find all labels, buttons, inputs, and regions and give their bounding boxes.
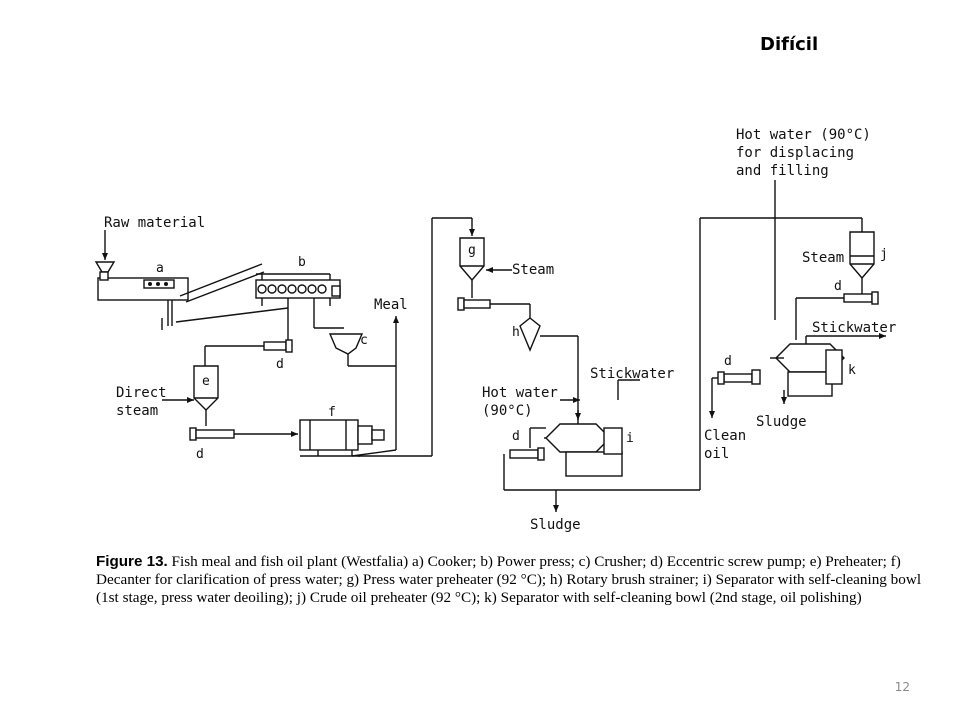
label-raw-material: Raw material xyxy=(104,215,205,231)
letter-g: g xyxy=(468,243,476,258)
label-hot-water-top-1: Hot water (90°C) xyxy=(736,127,871,143)
label-sludge-2: Sludge xyxy=(756,414,807,430)
letter-f: f xyxy=(328,405,336,420)
cooker xyxy=(97,271,189,330)
letter-e: e xyxy=(202,374,210,389)
label-steam: steam xyxy=(116,403,158,419)
crude-oil-preheater-j xyxy=(849,231,875,294)
letter-d4: d xyxy=(724,354,732,369)
pump-d3 xyxy=(457,297,531,318)
press-outflow-lines xyxy=(175,298,344,366)
letter-d5: d xyxy=(834,279,842,294)
label-steam-g: Steam xyxy=(512,262,554,278)
label-clean: Clean xyxy=(704,428,746,444)
slide-title: Difícil xyxy=(760,34,819,55)
label-stickwater-2: Stickwater xyxy=(812,320,896,336)
inclined-screw-conveyor xyxy=(179,263,265,303)
label-direct: Direct xyxy=(116,385,167,401)
figure-caption: Figure 13. Fish meal and fish oil plant … xyxy=(96,553,930,607)
pump-d5 xyxy=(795,291,879,340)
power-press xyxy=(255,273,341,306)
separator-i xyxy=(545,379,640,477)
page-number: 12 xyxy=(894,680,910,694)
raw-material-inlet xyxy=(94,230,116,273)
preheater-e xyxy=(162,365,219,426)
rotary-brush-strainer-h xyxy=(519,317,581,420)
letter-c: c xyxy=(360,333,368,348)
label-steam-j: Steam xyxy=(802,250,844,266)
press-water-preheater-g xyxy=(459,237,512,298)
letter-k: k xyxy=(848,363,856,378)
pump-d4 xyxy=(509,427,546,461)
letter-a: a xyxy=(156,261,164,276)
letter-h: h xyxy=(512,325,520,340)
sludge-1-outlet xyxy=(503,454,700,512)
label-sludge-1: Sludge xyxy=(530,517,581,533)
decanter-f xyxy=(299,419,397,457)
caption-text: Fish meal and fish oil plant (Westfalia)… xyxy=(96,553,922,606)
letter-d2: d xyxy=(196,447,204,462)
label-stickwater-1: Stickwater xyxy=(590,366,674,382)
crusher xyxy=(328,333,364,355)
meal-outlet xyxy=(347,316,399,450)
label-meal: Meal xyxy=(374,297,408,313)
pump-d6 xyxy=(709,369,761,418)
label-hot-water-temp: (90°C) xyxy=(482,403,533,419)
process-flow-diagram: Raw material Meal Direct steam Steam Hot… xyxy=(94,127,896,533)
label-hot-water-top-2: for displacing xyxy=(736,145,854,161)
transfer-to-g-line xyxy=(358,217,475,457)
letter-d1: d xyxy=(276,357,284,372)
label-oil: oil xyxy=(704,446,729,462)
letter-b: b xyxy=(298,255,306,270)
label-hot-water: Hot water xyxy=(482,385,558,401)
separator-k xyxy=(770,333,886,404)
letter-i: i xyxy=(626,431,634,446)
letter-j: j xyxy=(880,247,888,262)
pump-d2 xyxy=(189,427,298,441)
figure-label: Figure 13. xyxy=(96,553,168,570)
hot-water-supply xyxy=(699,180,863,490)
pump-d1 xyxy=(263,339,293,353)
label-hot-water-top-3: and filling xyxy=(736,163,829,179)
letter-d3: d xyxy=(512,429,520,444)
